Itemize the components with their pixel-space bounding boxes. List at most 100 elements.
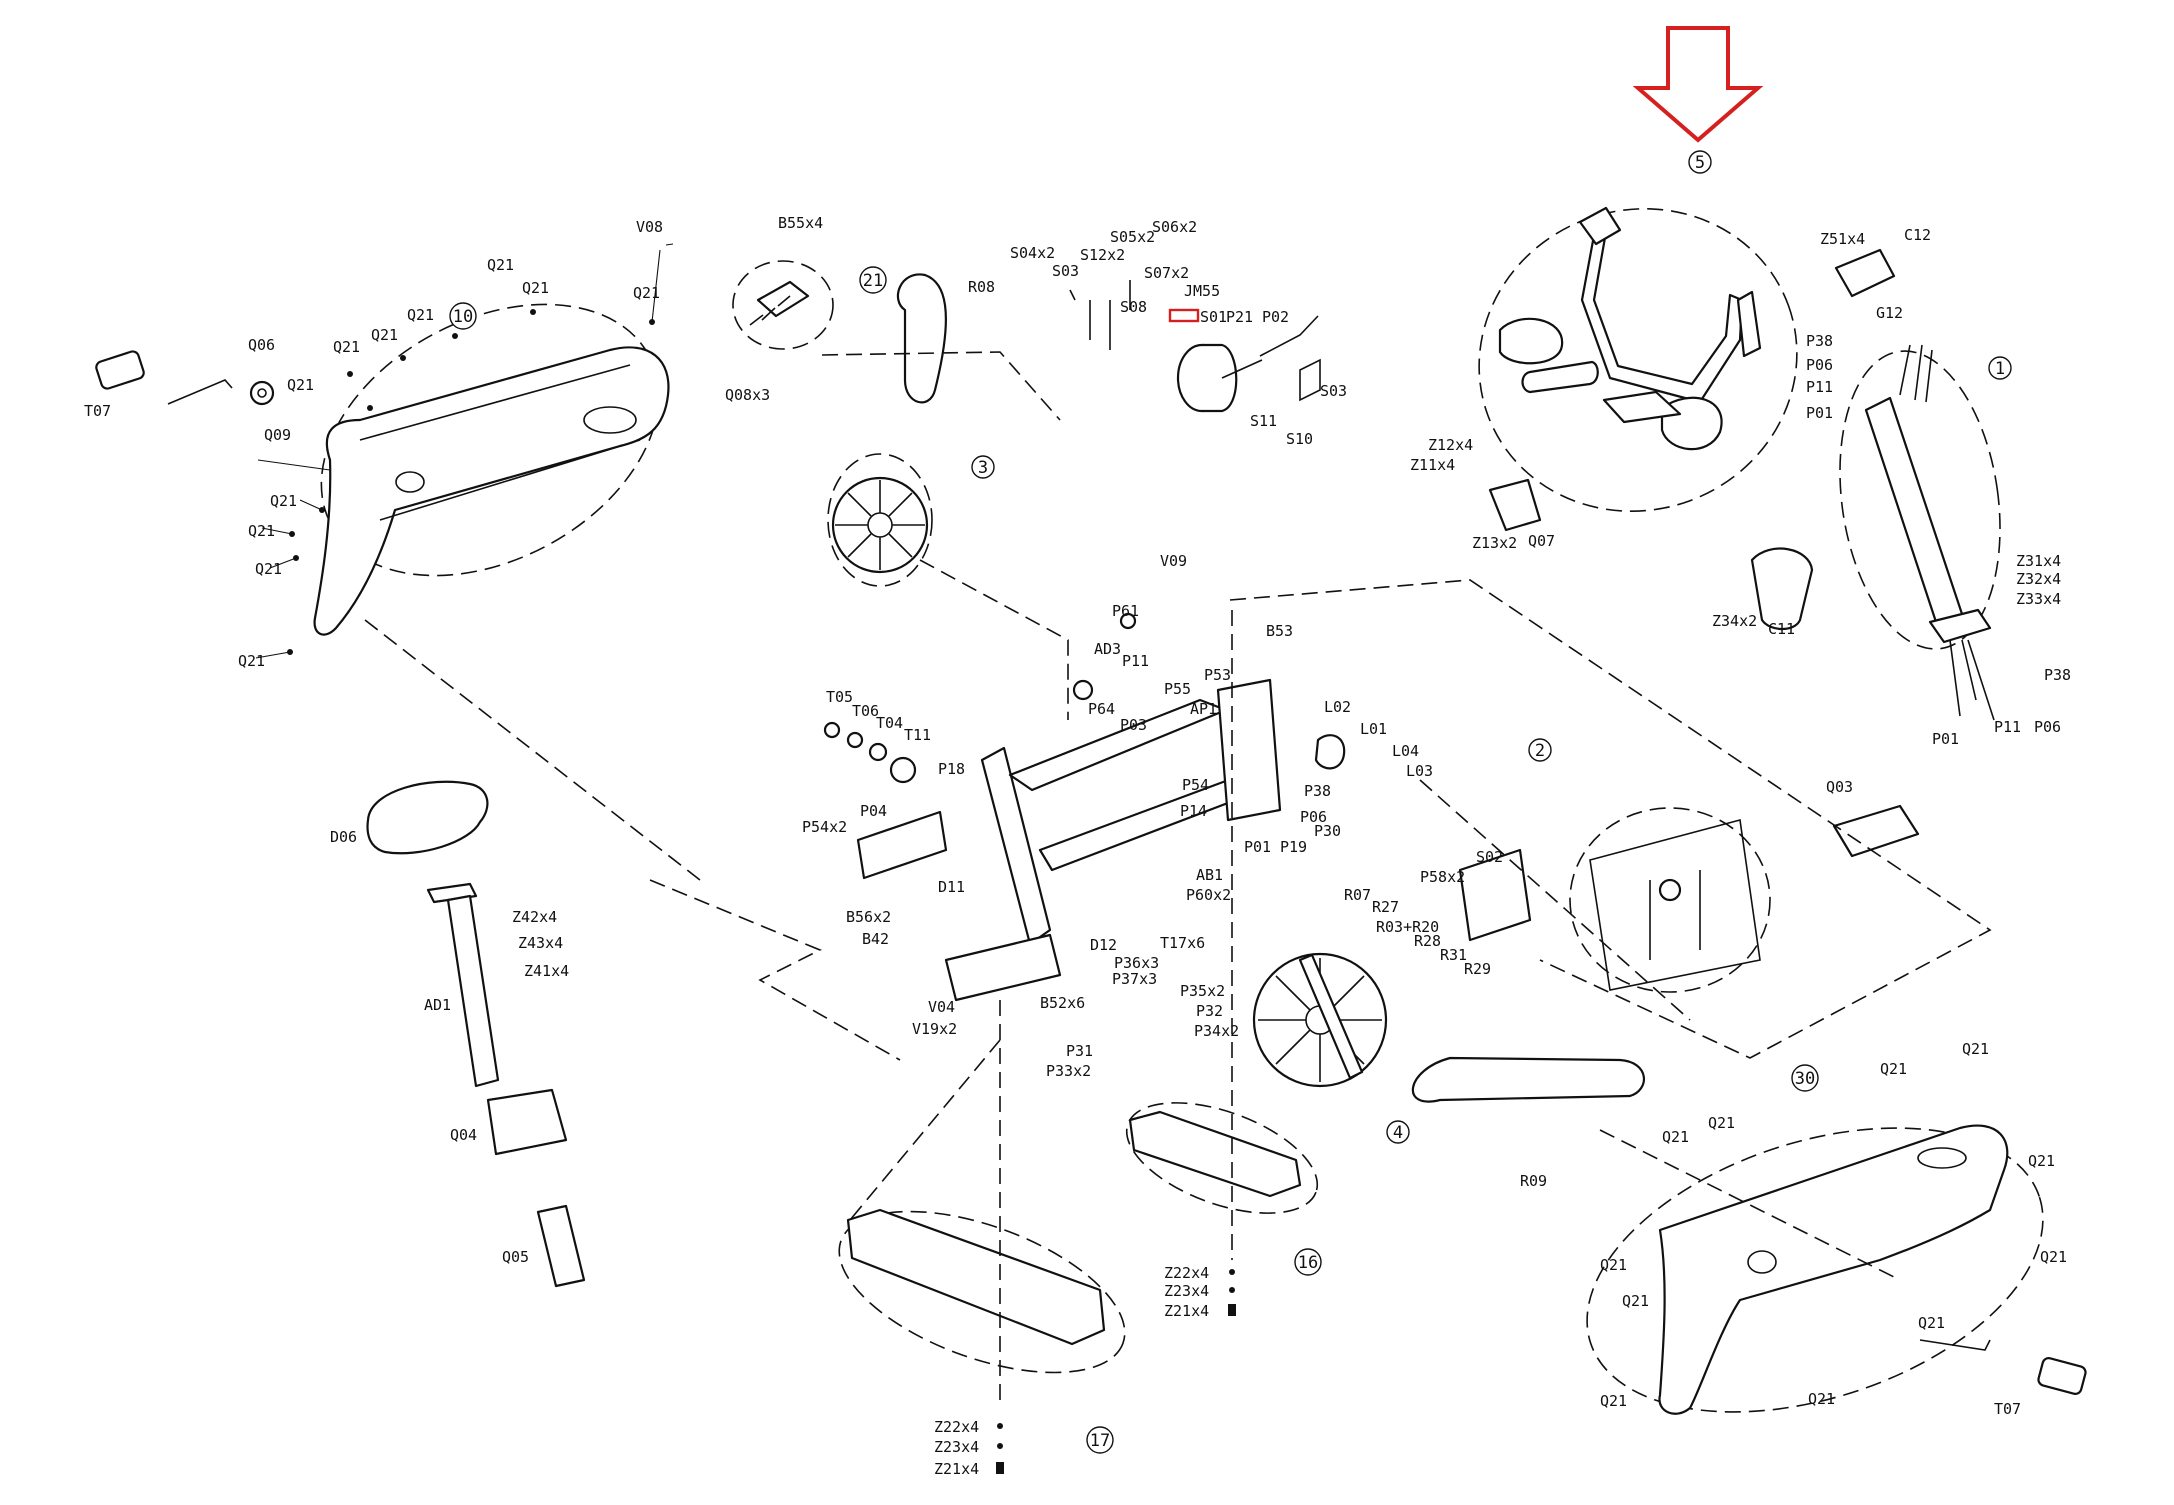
label-p60x2: P60x2 <box>1186 886 1231 904</box>
seat-knob-q05 <box>536 1204 586 1288</box>
bracket-s02 <box>1458 848 1532 942</box>
label-q04: Q04 <box>450 1126 477 1144</box>
bracket-21-bolts <box>749 295 791 326</box>
label-v04: V04 <box>928 998 955 1016</box>
group-5-handlebar <box>1478 206 1798 513</box>
label-d06: D06 <box>330 828 357 846</box>
group-2-frame-detail <box>1589 818 1761 991</box>
label-c11: C11 <box>1768 620 1795 638</box>
bearing-t05 <box>823 721 841 739</box>
callout-17: 17 <box>1086 1426 1114 1454</box>
label-v08: V08 <box>636 218 663 236</box>
label-z23x4: Z23x4 <box>934 1438 979 1456</box>
label-p06: P06 <box>1806 356 1833 374</box>
group-3-wheel <box>827 453 933 587</box>
label-z42x4: Z42x4 <box>512 908 557 926</box>
label-z23x4: Z23x4 <box>1164 1282 1209 1300</box>
right-side-cover-group <box>1586 1124 2087 1415</box>
label-q21: Q21 <box>1962 1040 1989 1058</box>
callout-10: 10 <box>449 302 477 330</box>
label-s10: S10 <box>1286 430 1313 448</box>
group-16-stabilizer <box>1125 1102 1319 1214</box>
callouts: 5 1 10 21 3 2 4 30 16 17 <box>449 150 2012 1454</box>
label-q07: Q07 <box>1528 532 1555 550</box>
seat-d06 <box>366 780 489 855</box>
label-q21: Q21 <box>238 652 265 670</box>
label-z34x2: Z34x2 <box>1712 612 1757 630</box>
label-p54x2: P54x2 <box>802 818 847 836</box>
label-q21: Q21 <box>2028 1152 2055 1170</box>
label-v09: V09 <box>1160 552 1187 570</box>
label-s06x2: S06x2 <box>1152 218 1197 236</box>
crank-arm <box>1298 953 1364 1080</box>
label-q21: Q21 <box>633 284 660 302</box>
assembly-guide-lines <box>364 351 1992 1400</box>
handlebar-frame <box>1580 228 1744 404</box>
label-p31: P31 <box>1066 1042 1093 1060</box>
handlebar-left-grip <box>1578 206 1622 246</box>
post-base-plate <box>1928 608 1992 644</box>
label-q21: Q21 <box>2040 1248 2067 1266</box>
label-z12x4: Z12x4 <box>1428 436 1473 454</box>
label-d12: D12 <box>1090 936 1117 954</box>
label-s11: S11 <box>1250 412 1277 430</box>
down-arrow-icon <box>1632 26 1764 143</box>
right-cover-oval <box>1917 1147 1967 1169</box>
label-p36x3: P36x3 <box>1114 954 1159 972</box>
handlebar-right-grip <box>1736 290 1762 358</box>
bearing-t04 <box>868 742 888 762</box>
belt-r09 <box>1411 1056 1646 1103</box>
label-b53: B53 <box>1266 622 1293 640</box>
label-p33x2: P33x2 <box>1046 1062 1091 1080</box>
label-l01: L01 <box>1360 720 1387 738</box>
p02-cable <box>1259 315 1319 357</box>
left-cover-oval <box>583 406 637 434</box>
label-z13x2: Z13x2 <box>1472 534 1517 552</box>
belt-r08 <box>896 273 947 404</box>
bottle-holder-c11 <box>1750 547 1814 631</box>
pulley-t11 <box>889 756 917 784</box>
label-p55: P55 <box>1164 680 1191 698</box>
label-p21: P21 <box>1226 308 1253 326</box>
svg-text:3: 3 <box>978 458 988 478</box>
group-21 <box>732 260 834 350</box>
label-q05: Q05 <box>502 1248 529 1266</box>
label-s08: S08 <box>1120 298 1147 316</box>
label-z22x4: Z22x4 <box>934 1418 979 1436</box>
svg-text:17: 17 <box>1090 1431 1110 1451</box>
label-b42: B42 <box>862 930 889 948</box>
label-t04: T04 <box>876 714 903 732</box>
label-ad1: AD1 <box>424 996 451 1014</box>
label-p01: P01 <box>1806 404 1833 422</box>
label-t05: T05 <box>826 688 853 706</box>
svg-text:10: 10 <box>453 307 473 327</box>
callout-21: 21 <box>859 266 887 294</box>
svg-text:4: 4 <box>1393 1123 1403 1143</box>
label-l04: L04 <box>1392 742 1419 760</box>
post-cover-q03 <box>1832 804 1920 858</box>
drive-wheel-3-spokes <box>835 480 925 570</box>
left-crank-washer-hole <box>257 388 267 398</box>
label-q21: Q21 <box>1880 1060 1907 1078</box>
label-p14: P14 <box>1180 802 1207 820</box>
group-17-outline <box>838 1210 1126 1374</box>
label-z22x4: Z22x4 <box>1164 1264 1209 1282</box>
flywheel-body <box>1202 343 1238 413</box>
label-q21: Q21 <box>1808 1390 1835 1408</box>
label-s02: S02 <box>1476 848 1503 866</box>
label-jm55: JM55 <box>1184 282 1220 300</box>
label-p38: P38 <box>1806 332 1833 350</box>
svg-text:21: 21 <box>863 271 883 291</box>
handlebar-left-pad <box>1498 317 1564 365</box>
label-t06: T06 <box>852 702 879 720</box>
label-ab1: AB1 <box>1196 866 1223 884</box>
label-z11x4: Z11x4 <box>1410 456 1455 474</box>
group-2-outline <box>1569 807 1771 993</box>
label-p54: P54 <box>1182 776 1209 794</box>
label-r08: R08 <box>968 278 995 296</box>
label-s03: S03 <box>1052 262 1079 280</box>
label-r27: R27 <box>1372 898 1399 916</box>
label-z21x4: Z21x4 <box>934 1460 979 1478</box>
